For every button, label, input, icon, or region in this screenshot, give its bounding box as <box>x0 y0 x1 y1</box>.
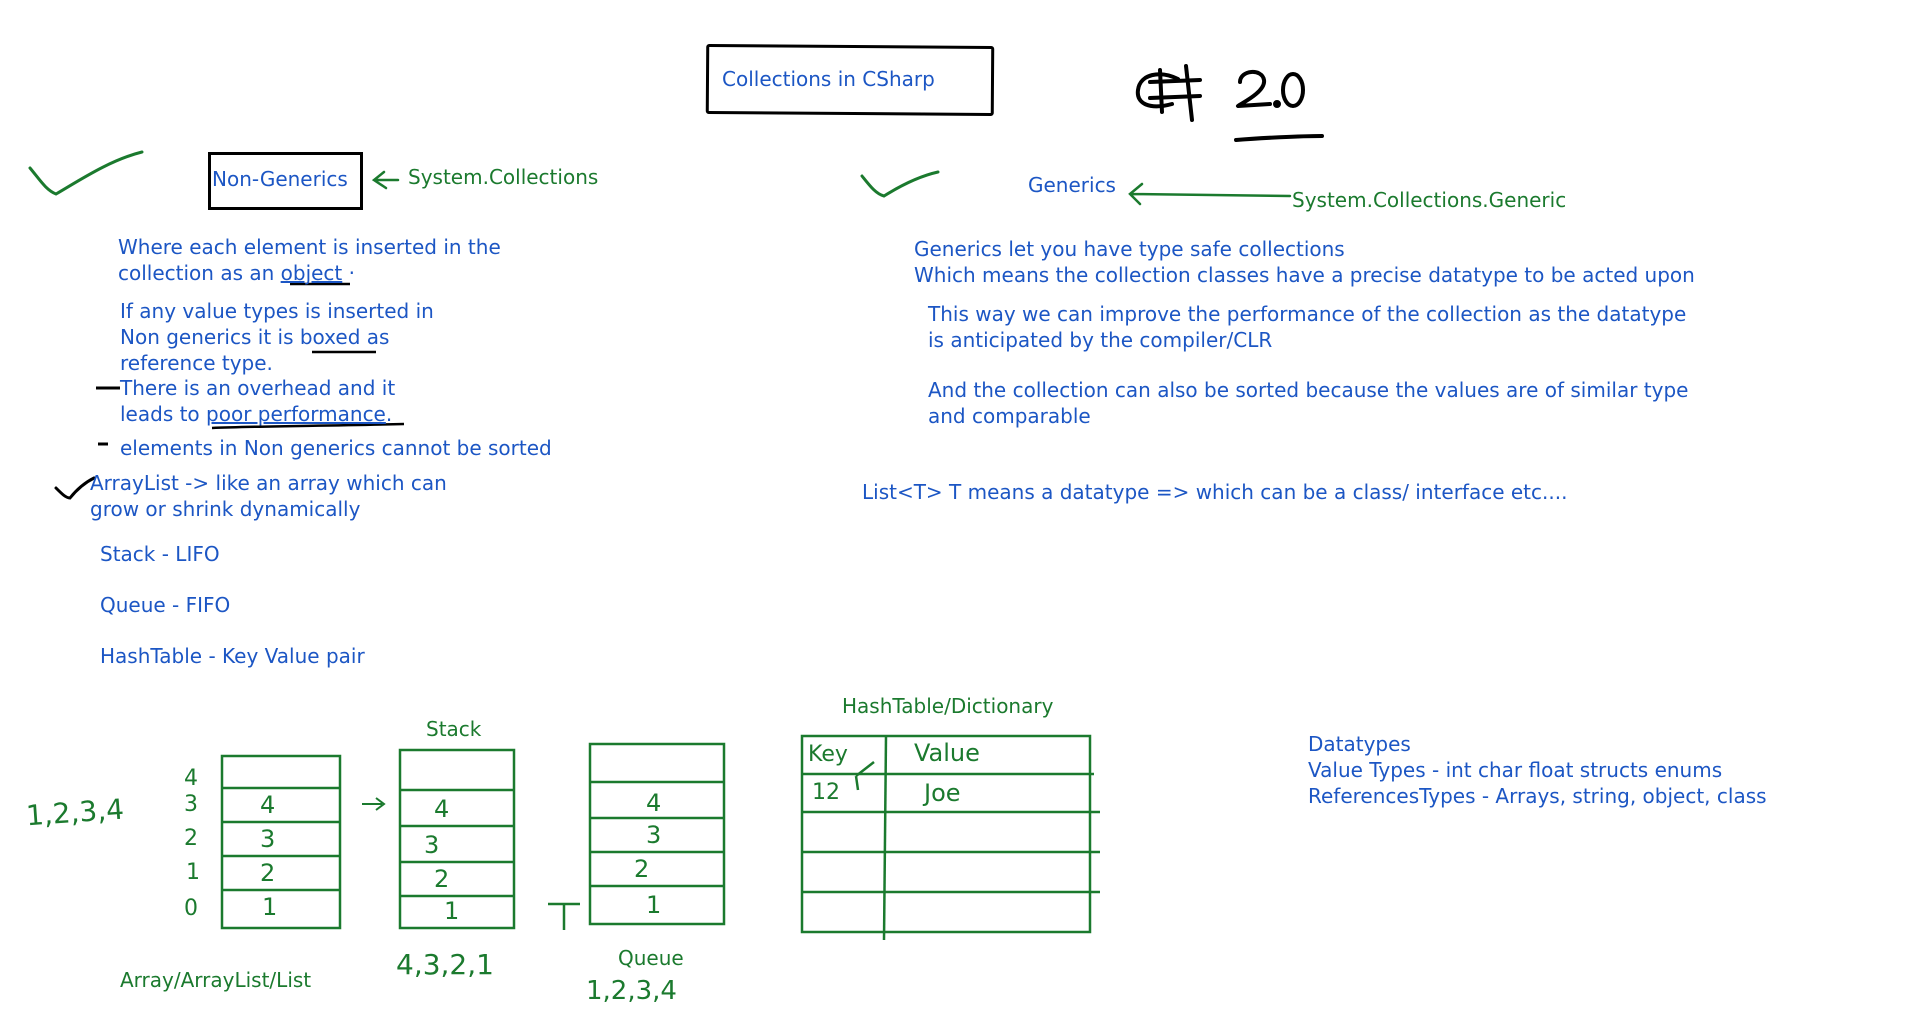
array-index: 4 <box>184 766 198 791</box>
desc-line2-dot: · <box>348 261 355 285</box>
poor-performance-words: poor performance <box>206 402 386 426</box>
generics-line1: Generics let you have type safe collecti… <box>914 237 1345 261</box>
queue-diagram-caption: Queue <box>618 946 684 970</box>
stack-diagram-title: Stack <box>426 717 482 741</box>
csharp-version-handwriting <box>1135 64 1324 142</box>
stack-cell: 1 <box>444 897 460 925</box>
hashtable-grid <box>800 734 1100 941</box>
hashtable-value-header: Value <box>914 739 980 767</box>
stack-cell: 2 <box>434 865 450 893</box>
boxed-line2: Non generics it is boxed as <box>120 324 389 350</box>
generic-list-line: List<T> T means a datatype => which can … <box>862 480 1568 504</box>
input-sequence: 1,2,3,4 <box>24 792 125 833</box>
nongenerics-desc-line1: Where each element is inserted in the <box>118 235 501 259</box>
nongenerics-heading-box <box>208 152 363 210</box>
stack-line: Stack - LIFO <box>100 542 220 566</box>
boxed-line3: reference type. <box>120 351 273 375</box>
array-cell: 4 <box>260 791 276 819</box>
array-grid <box>220 754 342 930</box>
overhead-line2-suffix: . <box>385 402 393 426</box>
queue-cell: 2 <box>634 855 650 883</box>
reference-types-line: ReferencesTypes - Arrays, string, object… <box>1308 784 1767 808</box>
arraylist-line1: ArrayList -> like an array which can <box>90 471 447 495</box>
cannot-sort-line: elements in Non generics cannot be sorte… <box>120 436 552 460</box>
nongenerics-desc-line2: collection as an object · <box>118 260 355 286</box>
boxed-word: boxed <box>299 325 361 349</box>
arrow-generics-icon <box>1128 182 1292 206</box>
queue-grid <box>588 742 726 926</box>
array-cell: 1 <box>262 893 278 921</box>
checkmark-right-icon <box>860 170 940 198</box>
generics-namespace: System.Collections.Generic <box>1292 188 1567 212</box>
generics-heading: Generics <box>1028 173 1116 197</box>
datatypes-heading: Datatypes <box>1308 732 1411 756</box>
desc-line2-prefix: collection as an <box>118 261 275 285</box>
array-index: 2 <box>184 826 198 851</box>
queue-cell: 3 <box>646 821 662 849</box>
queue-marker-icon <box>548 902 580 930</box>
generics-sort-line1: And the collection can also be sorted be… <box>928 378 1689 402</box>
nongenerics-namespace: System.Collections <box>408 165 599 189</box>
hashtable-value-cell: Joe <box>924 779 961 807</box>
generics-perf-line2: is anticipated by the compiler/CLR <box>928 328 1273 352</box>
arrow-nongenerics-icon <box>371 170 400 190</box>
hashtable-line: HashTable - Key Value pair <box>100 644 365 668</box>
generics-line2: Which means the collection classes have … <box>914 263 1695 287</box>
object-word: object <box>280 261 343 285</box>
hashtable-key-header: Key <box>808 742 848 767</box>
array-index: 1 <box>186 860 200 885</box>
nongenerics-heading: Non-Generics <box>212 167 348 191</box>
array-diagram-caption: Array/ArrayList/List <box>120 968 312 992</box>
stack-grid <box>398 748 516 930</box>
array-index: 0 <box>184 896 198 921</box>
generics-sort-line2: and comparable <box>928 404 1091 428</box>
hashtable-key-cell: 12 <box>812 780 840 805</box>
queue-cell: 1 <box>646 891 662 919</box>
overhead-line1: There is an overhead and it <box>120 376 396 400</box>
checkmark-arraylist-icon <box>54 476 96 500</box>
arrow-array-to-stack-icon <box>362 797 386 811</box>
boxed-line1: If any value types is inserted in <box>120 299 434 323</box>
overhead-line2: leads to poor performance. <box>120 401 392 427</box>
stack-cell: 3 <box>424 831 440 859</box>
array-cell: 2 <box>260 859 276 887</box>
stack-cell: 4 <box>434 795 450 823</box>
value-types-line: Value Types - int char float structs enu… <box>1308 758 1723 782</box>
queue-line: Queue - FIFO <box>100 593 231 617</box>
array-cell: 3 <box>260 825 276 853</box>
overhead-line2-prefix: leads to <box>120 402 200 426</box>
queue-output-sequence: 1,2,3,4 <box>586 976 677 1006</box>
generics-perf-line1: This way we can improve the performance … <box>928 302 1687 326</box>
boxed-line2-prefix: Non generics it is <box>120 325 294 349</box>
boxed-line2-suffix: as <box>366 325 390 349</box>
page-title: Collections in CSharp <box>722 67 935 91</box>
hashtable-diagram-title: HashTable/Dictionary <box>842 694 1054 718</box>
array-index: 3 <box>184 792 198 817</box>
arraylist-line2: grow or shrink dynamically <box>90 497 361 521</box>
stack-output-sequence: 4,3,2,1 <box>396 948 494 981</box>
checkmark-left-icon <box>28 150 144 196</box>
queue-cell: 4 <box>646 789 662 817</box>
